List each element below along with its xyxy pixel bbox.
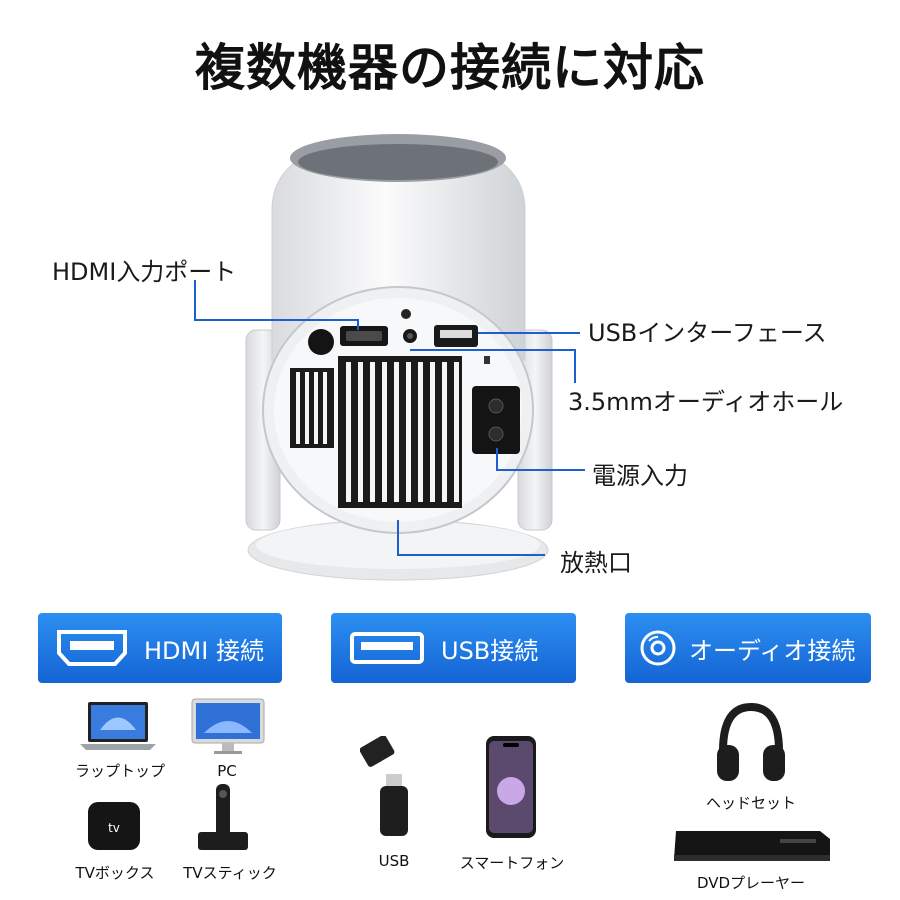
hdmi-connection-label: HDMI 接続 <box>144 636 264 665</box>
pc-label: PC <box>217 762 237 780</box>
laptop-label: ラップトップ <box>74 762 165 780</box>
usb-connection-badge: USB接続 <box>331 613 576 683</box>
page-title: 複数機器の接続に対応 <box>195 39 705 97</box>
usb-port-icon <box>349 631 425 665</box>
headphones-icon <box>717 703 785 781</box>
tv-box-label: TVボックス <box>75 864 155 882</box>
usb-connection-label: USB接続 <box>441 636 539 665</box>
audio-connection-label: オーディオ接続 <box>689 636 856 665</box>
tv-box-icon: tv <box>88 802 140 850</box>
smartphone-label: スマートフォン <box>459 854 565 872</box>
usb-drive-icon <box>360 736 408 836</box>
power-input-label: 電源入力 <box>592 462 688 490</box>
disc-icon <box>639 629 677 667</box>
usb-interface-label: USBインターフェース <box>588 319 827 347</box>
laptop-icon <box>80 702 156 750</box>
hdmi-port-label: HDMI入力ポート <box>52 258 237 286</box>
svg-text:tv: tv <box>108 821 120 835</box>
dvd-player-label: DVDプレーヤー <box>696 874 806 892</box>
audio-connection-badge: オーディオ接続 <box>625 613 871 683</box>
audio-hole-label: 3.5mmオーディオホール <box>568 388 844 416</box>
heat-vent-label: 放熱口 <box>560 549 632 577</box>
pc-monitor-icon <box>191 698 265 754</box>
tv-stick-label: TVスティック <box>183 864 277 882</box>
smartphone-icon <box>486 736 536 838</box>
usb-drive-label: USB <box>378 852 410 870</box>
projector-illustration <box>194 134 585 581</box>
tv-stick-icon <box>198 784 248 850</box>
hdmi-icon <box>56 629 128 667</box>
hdmi-connection-badge: HDMI 接続 <box>38 613 282 683</box>
dvd-player-icon <box>674 831 830 861</box>
headphones-label: ヘッドセット <box>705 794 796 812</box>
